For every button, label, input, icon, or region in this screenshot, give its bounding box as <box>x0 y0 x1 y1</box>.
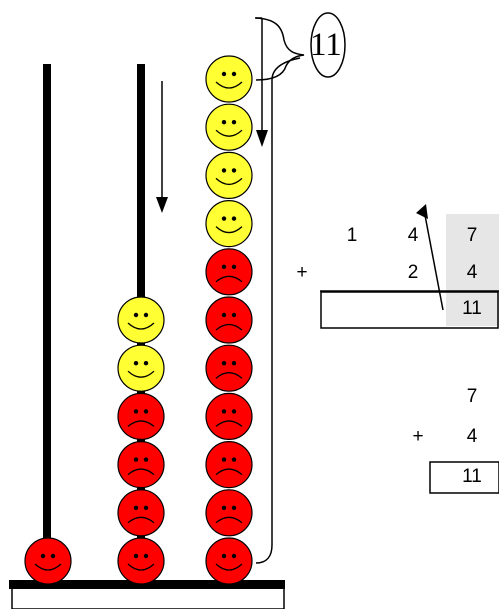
yellow-bead-tens-rod-5 <box>118 297 164 343</box>
hundreds-digit-row1: 1 <box>342 225 362 247</box>
small-sum-result: 11 <box>452 466 492 488</box>
red-bead-ones-rod-2 <box>206 442 252 488</box>
bracket-label: 11 <box>310 27 360 63</box>
red-bead-tens-rod-3 <box>118 393 164 439</box>
red-bead-ones-rod-1 <box>206 490 252 536</box>
down-arrow-tens <box>156 81 168 213</box>
red-bead-tens-rod-1 <box>118 490 164 536</box>
red-bead-ones-rod-6 <box>206 249 252 295</box>
yellow-bead-ones-rod-9 <box>206 104 252 150</box>
ones-digit-row2: 4 <box>462 262 482 284</box>
red-bead-tens-rod-0 <box>118 538 164 584</box>
down-arrow-ones <box>255 18 268 147</box>
red-bead-hundreds-rod-0 <box>25 538 71 584</box>
carry-arrow <box>416 204 443 310</box>
yellow-bead-ones-rod-7 <box>206 201 252 247</box>
red-bead-ones-rod-5 <box>206 297 252 343</box>
small-brace <box>256 18 304 80</box>
tens-digit-row2: 2 <box>403 262 423 284</box>
red-bead-tens-rod-2 <box>118 442 164 488</box>
small-addend-bottom: 4 <box>462 426 482 448</box>
red-bead-ones-rod-0 <box>206 538 252 584</box>
yellow-bead-ones-rod-10 <box>206 56 252 102</box>
hundreds-rod <box>43 64 51 584</box>
small-addend-top: 7 <box>462 386 482 408</box>
red-bead-ones-rod-4 <box>206 345 252 391</box>
yellow-bead-ones-rod-8 <box>206 152 252 198</box>
yellow-bead-tens-rod-4 <box>118 345 164 391</box>
tens-digit-row1: 4 <box>403 225 423 247</box>
abacus-stand <box>12 587 284 609</box>
red-bead-ones-rod-3 <box>206 393 252 439</box>
ones-digit-row1: 7 <box>462 225 482 247</box>
plus-sign: + <box>292 262 312 284</box>
column-sum-result: 11 <box>452 298 492 320</box>
small-plus-sign: + <box>408 426 428 448</box>
